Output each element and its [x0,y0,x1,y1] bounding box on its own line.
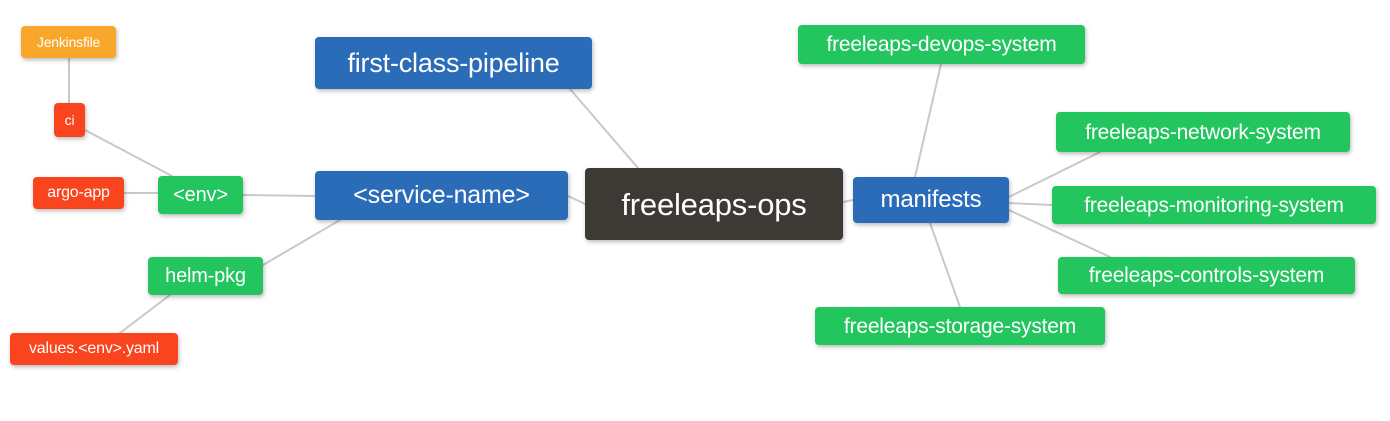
mindmap-node-label: first-class-pipeline [347,47,560,78]
mindmap-node-env[interactable]: <env> [158,176,243,214]
mindmap-edge [914,63,942,178]
mindmap-node-label: helm-pkg [165,265,246,287]
mindmap-node-jenkinsfile[interactable]: Jenkinsfile [21,26,116,58]
mindmap-node-label: argo-app [47,184,110,201]
mindmap-node-ci[interactable]: ci [54,103,85,137]
mindmap-node-label: freeleaps-network-system [1085,120,1321,144]
mindmap-node-manifests[interactable]: manifests [853,177,1009,223]
mindmap-node-label: freeleaps-controls-system [1088,264,1325,287]
mindmap-node-freeleaps-controls-system[interactable]: freeleaps-controls-system [1058,257,1355,294]
mindmap-node-first-class-pipeline[interactable]: first-class-pipeline [315,37,592,89]
mindmap-node-label: freeleaps-storage-system [843,314,1077,338]
mindmap-node-values-env-yaml[interactable]: values.<env>.yaml [10,333,178,365]
mindmap-node-label: <service-name> [353,181,530,209]
mindmap-node-label: ci [64,112,75,128]
mindmap-edge [84,129,173,177]
mindmap-node-freeleaps-network-system[interactable]: freeleaps-network-system [1056,112,1350,152]
mindmap-edge [567,195,586,205]
mindmap-node-freeleaps-devops-system[interactable]: freeleaps-devops-system [798,25,1085,64]
mindmap-node-freeleaps-ops[interactable]: freeleaps-ops [585,168,843,240]
mindmap-edge [929,222,961,308]
mindmap-node-service-name[interactable]: <service-name> [315,171,568,220]
mindmap-node-label: freeleaps-monitoring-system [1084,193,1344,217]
mindmap-node-freeleaps-storage-system[interactable]: freeleaps-storage-system [815,307,1105,345]
mindmap-node-label: freeleaps-ops [621,186,807,222]
mindmap-node-argo-app[interactable]: argo-app [33,177,124,209]
mindmap-edge [262,219,341,266]
mindmap-node-helm-pkg[interactable]: helm-pkg [148,257,263,295]
mindmap-node-label: freeleaps-devops-system [826,33,1057,56]
mindmap-edge [569,88,639,169]
mindmap-node-label: <env> [173,184,228,206]
mindmap-node-label: values.<env>.yaml [28,340,159,357]
mindmap-node-label: manifests [880,186,982,213]
mindmap-node-label: Jenkinsfile [36,34,101,50]
mindmap-edge [1008,202,1053,206]
mindmap-node-freeleaps-monitoring-system[interactable]: freeleaps-monitoring-system [1052,186,1376,224]
mindmap-edge [119,294,171,334]
mindmap-edge [242,194,316,197]
mindmap-edge [842,199,854,203]
